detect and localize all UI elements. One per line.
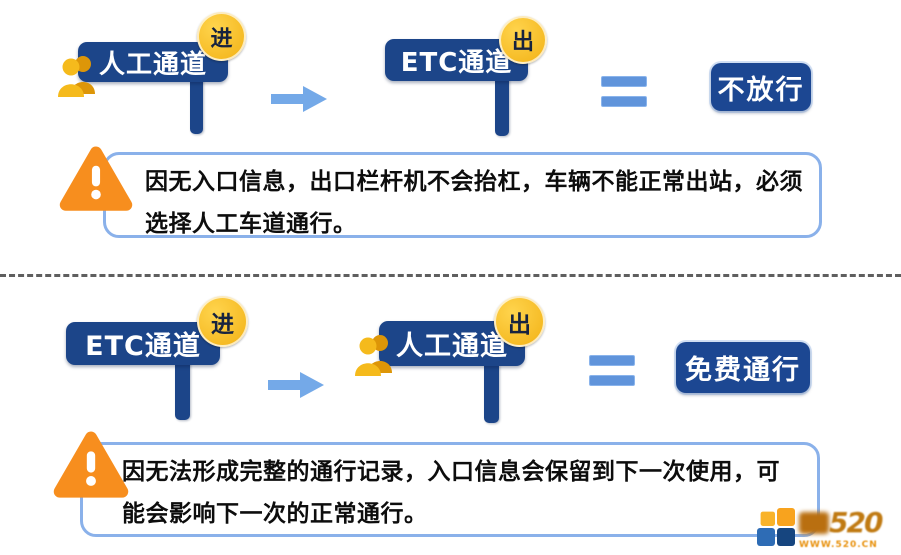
right-arrow-icon	[271, 85, 327, 117]
warning-icon	[59, 145, 133, 217]
watermark-url: WWW.520.CN	[799, 540, 878, 550]
sign-post	[175, 360, 190, 420]
watermark-logo: 520 WWW.520.CN	[757, 506, 901, 555]
watermark-squares-icon	[757, 508, 795, 546]
row1-verdict-label: 不放行	[717, 74, 805, 106]
row2-exit-label: 人工通道	[396, 331, 508, 362]
row1-exit-badge-label: 出	[511, 30, 534, 55]
warning-icon	[53, 430, 129, 504]
row2-exit-sign: 人工通道	[379, 321, 525, 366]
person-icon	[354, 333, 394, 381]
equals-bar	[601, 96, 647, 107]
right-arrow-icon	[266, 371, 326, 403]
watermark-illegible-glyphs	[799, 511, 829, 534]
equals-icon	[589, 355, 635, 386]
row2-exit-badge-label: 出	[508, 311, 531, 338]
row1-exit-badge: 出	[499, 16, 547, 64]
watermark-text: 520 WWW.520.CN	[799, 506, 899, 550]
row2-entry-sign: ETC通道	[66, 322, 220, 365]
sign-post	[484, 365, 499, 423]
row1-verdict-badge: 不放行	[711, 63, 811, 111]
sign-post	[190, 76, 203, 134]
row2-entry-badge: 进	[197, 296, 248, 347]
row1-entry-badge-label: 进	[210, 26, 233, 52]
row1-entry-label: 人工通道	[98, 49, 207, 80]
row2-verdict-label: 免费通行	[685, 355, 801, 386]
watermark-number: 520	[829, 506, 883, 539]
equals-bar	[589, 355, 635, 366]
row1-note-text: 因无入口信息，出口栏杆机不会抬杠，车辆不能正常出站，必须选择人工车道通行。	[145, 169, 803, 237]
equals-bar	[589, 375, 635, 386]
row1-note-box	[103, 152, 822, 238]
row2-verdict-badge: 免费通行	[676, 342, 810, 393]
row1-entry-badge: 进	[197, 12, 246, 61]
equals-bar	[601, 76, 647, 87]
sign-post	[495, 76, 509, 136]
row2-exit-badge: 出	[494, 296, 545, 347]
row2-entry-badge-label: 进	[211, 311, 234, 338]
equals-icon	[601, 76, 647, 107]
person-icon	[57, 54, 97, 102]
row2-entry-label: ETC通道	[85, 331, 201, 362]
row1-exit-label: ETC通道	[400, 47, 513, 78]
row2-note-box	[80, 442, 820, 537]
row2-note-text: 因无法形成完整的通行记录，入口信息会保留到下一次使用，可能会影响下一次的正常通行…	[122, 459, 780, 527]
section-divider	[0, 274, 901, 277]
